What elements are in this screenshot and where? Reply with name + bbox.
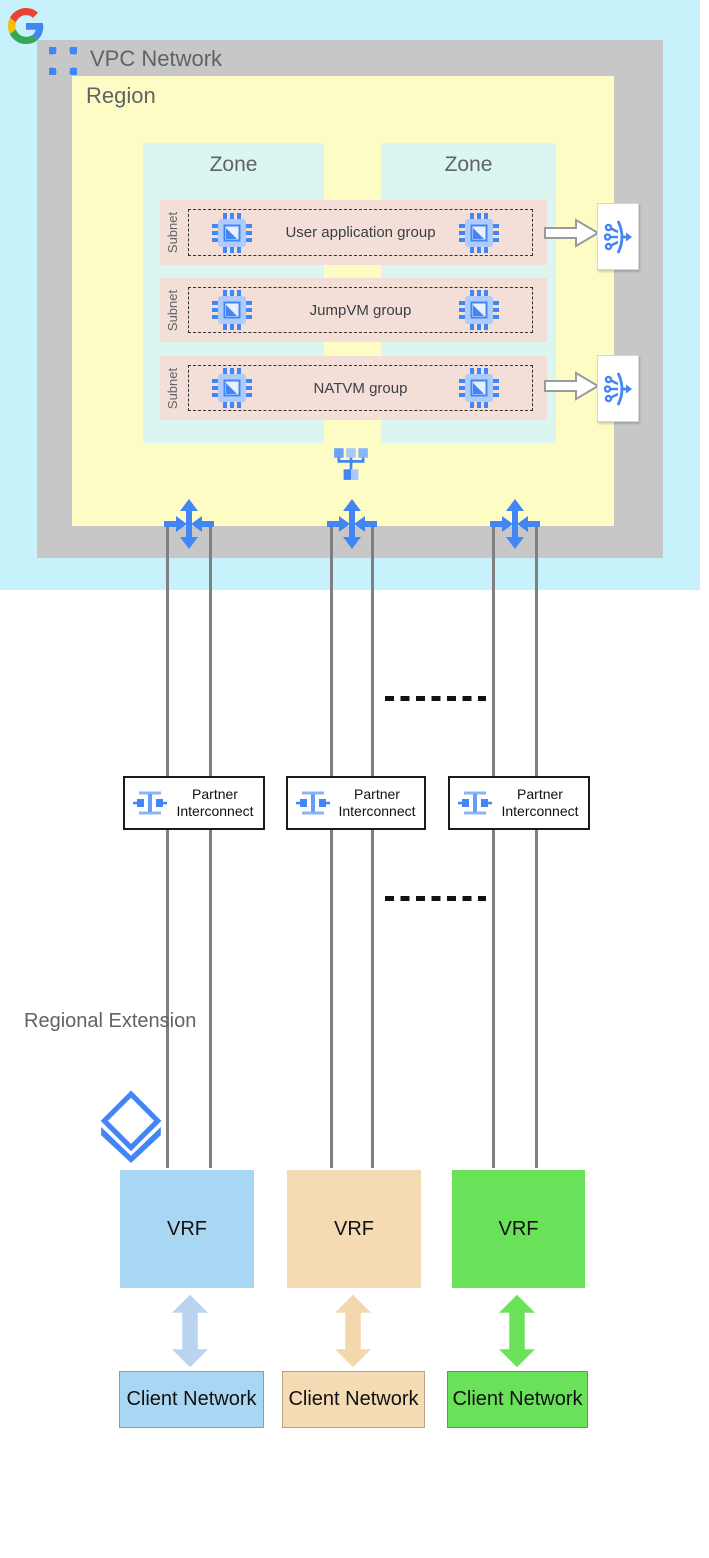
subnet-side-label: Subnet [165,289,181,331]
cloud-router-icon [327,499,377,549]
region-label: Region [86,83,156,108]
vpc-network-icon [49,47,77,75]
block-arrow-right-icon [544,371,600,401]
double-arrow-icon [165,1291,215,1371]
google-logo-icon [8,8,44,44]
client-network-box: Client Network [447,1371,588,1428]
compute-engine-icon [212,368,252,408]
compute-engine-icon [212,212,252,253]
zone-label: Zone [444,153,493,176]
partner-interconnect-label: Partner Interconnect [501,786,579,819]
cloud-router-icon [490,499,540,549]
partner-interconnect-box: Partner Interconnect [286,776,426,830]
load-balancer-box [597,355,639,422]
vrf-box: VRF [118,1168,256,1290]
vrf-box: VRF [285,1168,423,1290]
subnet-row-natvm: Subnet NATVM group [160,356,547,420]
subnet-row-user-application: Subnet User application group [160,200,547,265]
cloud-router-icon [164,499,214,549]
instance-group-box: JumpVM group [188,287,533,333]
partner-interconnect-label: Partner Interconnect [176,786,254,819]
client-network-label: Client Network [126,1388,257,1410]
connection-line [492,522,495,1170]
load-balancer-box [597,203,639,270]
compute-engine-icon [459,290,499,330]
instance-group-box: User application group [188,209,533,256]
vrf-box: VRF [450,1168,587,1290]
double-arrow-icon [328,1291,378,1371]
vrf-label: VRF [167,1217,207,1240]
compute-engine-icon [459,368,499,408]
vrf-label: VRF [498,1217,539,1240]
layers-icon [100,1090,162,1163]
subnet-side-label: Subnet [165,211,181,254]
group-label: NATVM group [313,379,408,397]
load-balancer-icon [604,371,632,406]
network-tree-icon [334,448,368,480]
connection-line [330,522,333,1170]
connection-line [371,522,374,1170]
group-label: User application group [285,224,436,241]
partner-interconnect-icon [458,791,492,815]
partner-interconnect-icon [133,791,167,815]
subnet-row-jumpvm: Subnet JumpVM group [160,278,547,342]
compute-engine-icon [459,212,499,253]
client-network-label: Client Network [452,1388,583,1410]
double-arrow-icon [492,1291,542,1371]
instance-group-box: NATVM group [188,365,533,411]
block-arrow-right-icon [544,218,600,248]
regional-extension-label: Regional Extension [24,1010,197,1032]
more-connections-ellipsis [385,696,486,701]
partner-interconnect-box: Partner Interconnect [123,776,265,830]
zone-label: Zone [209,153,258,176]
client-network-label: Client Network [288,1388,419,1410]
partner-interconnect-box: Partner Interconnect [448,776,590,830]
vpc-network-label: VPC Network [90,46,223,71]
connection-line [166,522,169,1170]
more-connections-ellipsis [385,896,486,901]
load-balancer-icon [604,219,632,254]
connection-line [535,522,538,1170]
client-network-box: Client Network [119,1371,264,1428]
partner-interconnect-icon [296,791,330,815]
compute-engine-icon [212,290,252,330]
subnet-side-label: Subnet [165,367,181,409]
connection-line [209,522,212,1170]
client-network-box: Client Network [282,1371,425,1428]
partner-interconnect-label: Partner Interconnect [338,786,416,819]
vrf-label: VRF [334,1217,374,1240]
group-label: JumpVM group [309,301,412,319]
